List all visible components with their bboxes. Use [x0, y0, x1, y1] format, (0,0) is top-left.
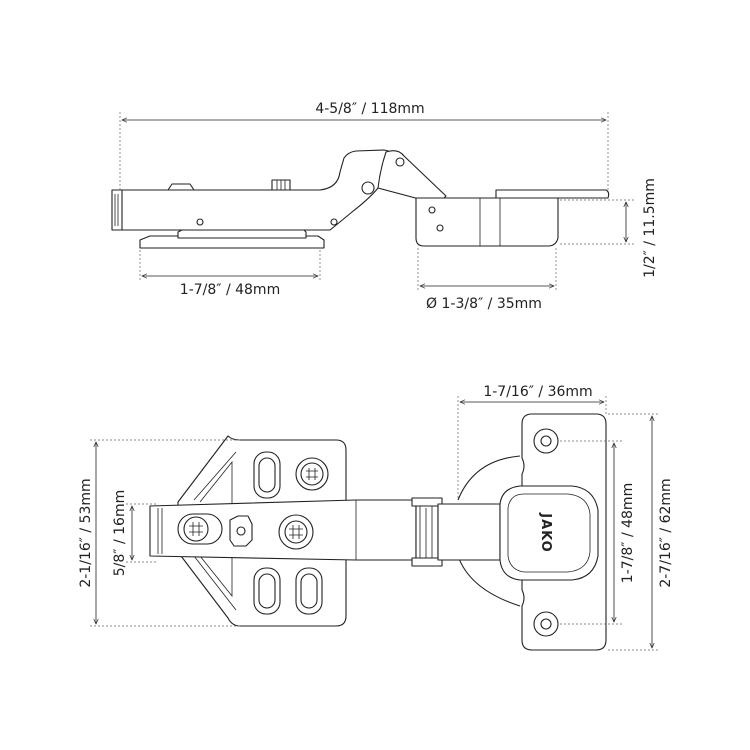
brand-logo: JAKO [538, 512, 553, 552]
slot-height-label: 5/8″ / 16mm [112, 490, 128, 576]
arm-front-end [111, 189, 123, 231]
hinge-cup-side [415, 197, 559, 247]
side-profile-view [111, 149, 610, 249]
rivet-hole [330, 218, 338, 226]
cup-outline-arc [457, 455, 521, 607]
cup-body-plan [499, 485, 599, 581]
cup-depth-label: 1/2″ / 11.5mm [642, 178, 658, 278]
pivot-pin [361, 181, 375, 195]
hinge-linkage-side [377, 150, 447, 205]
base-plate-length-label: 1-7/8″ / 48mm [180, 282, 280, 298]
cup-flange-side [495, 189, 610, 199]
rivet-hole [196, 218, 204, 226]
overall-length-label: 4-5/8″ / 118mm [315, 101, 424, 117]
hole-spacing-label: 1-7/8″ / 48mm [620, 483, 636, 583]
plate-height-label: 2-1/16″ / 53mm [78, 478, 94, 587]
hinge-arm-side [119, 149, 399, 231]
plan-view-dimensions: 1-7/16″ / 36mm 2-1/16″ / 53mm 5/8″ / 16m… [78, 384, 674, 651]
wing-height-label: 2-7/16″ / 62mm [658, 478, 674, 587]
adjust-screw [183, 516, 209, 542]
side-view-dimensions: 4-5/8″ / 118mm 1-7/8″ / 48mm Ø 1-3/8″ / … [119, 101, 658, 312]
base-plate-side [139, 235, 325, 249]
cup-width-label: 1-7/16″ / 36mm [483, 384, 592, 400]
plan-view: JAKO [149, 413, 607, 651]
cup-diameter-label: Ø 1-3/8″ / 35mm [426, 296, 542, 312]
hinge-knuckle-plan [415, 499, 439, 567]
